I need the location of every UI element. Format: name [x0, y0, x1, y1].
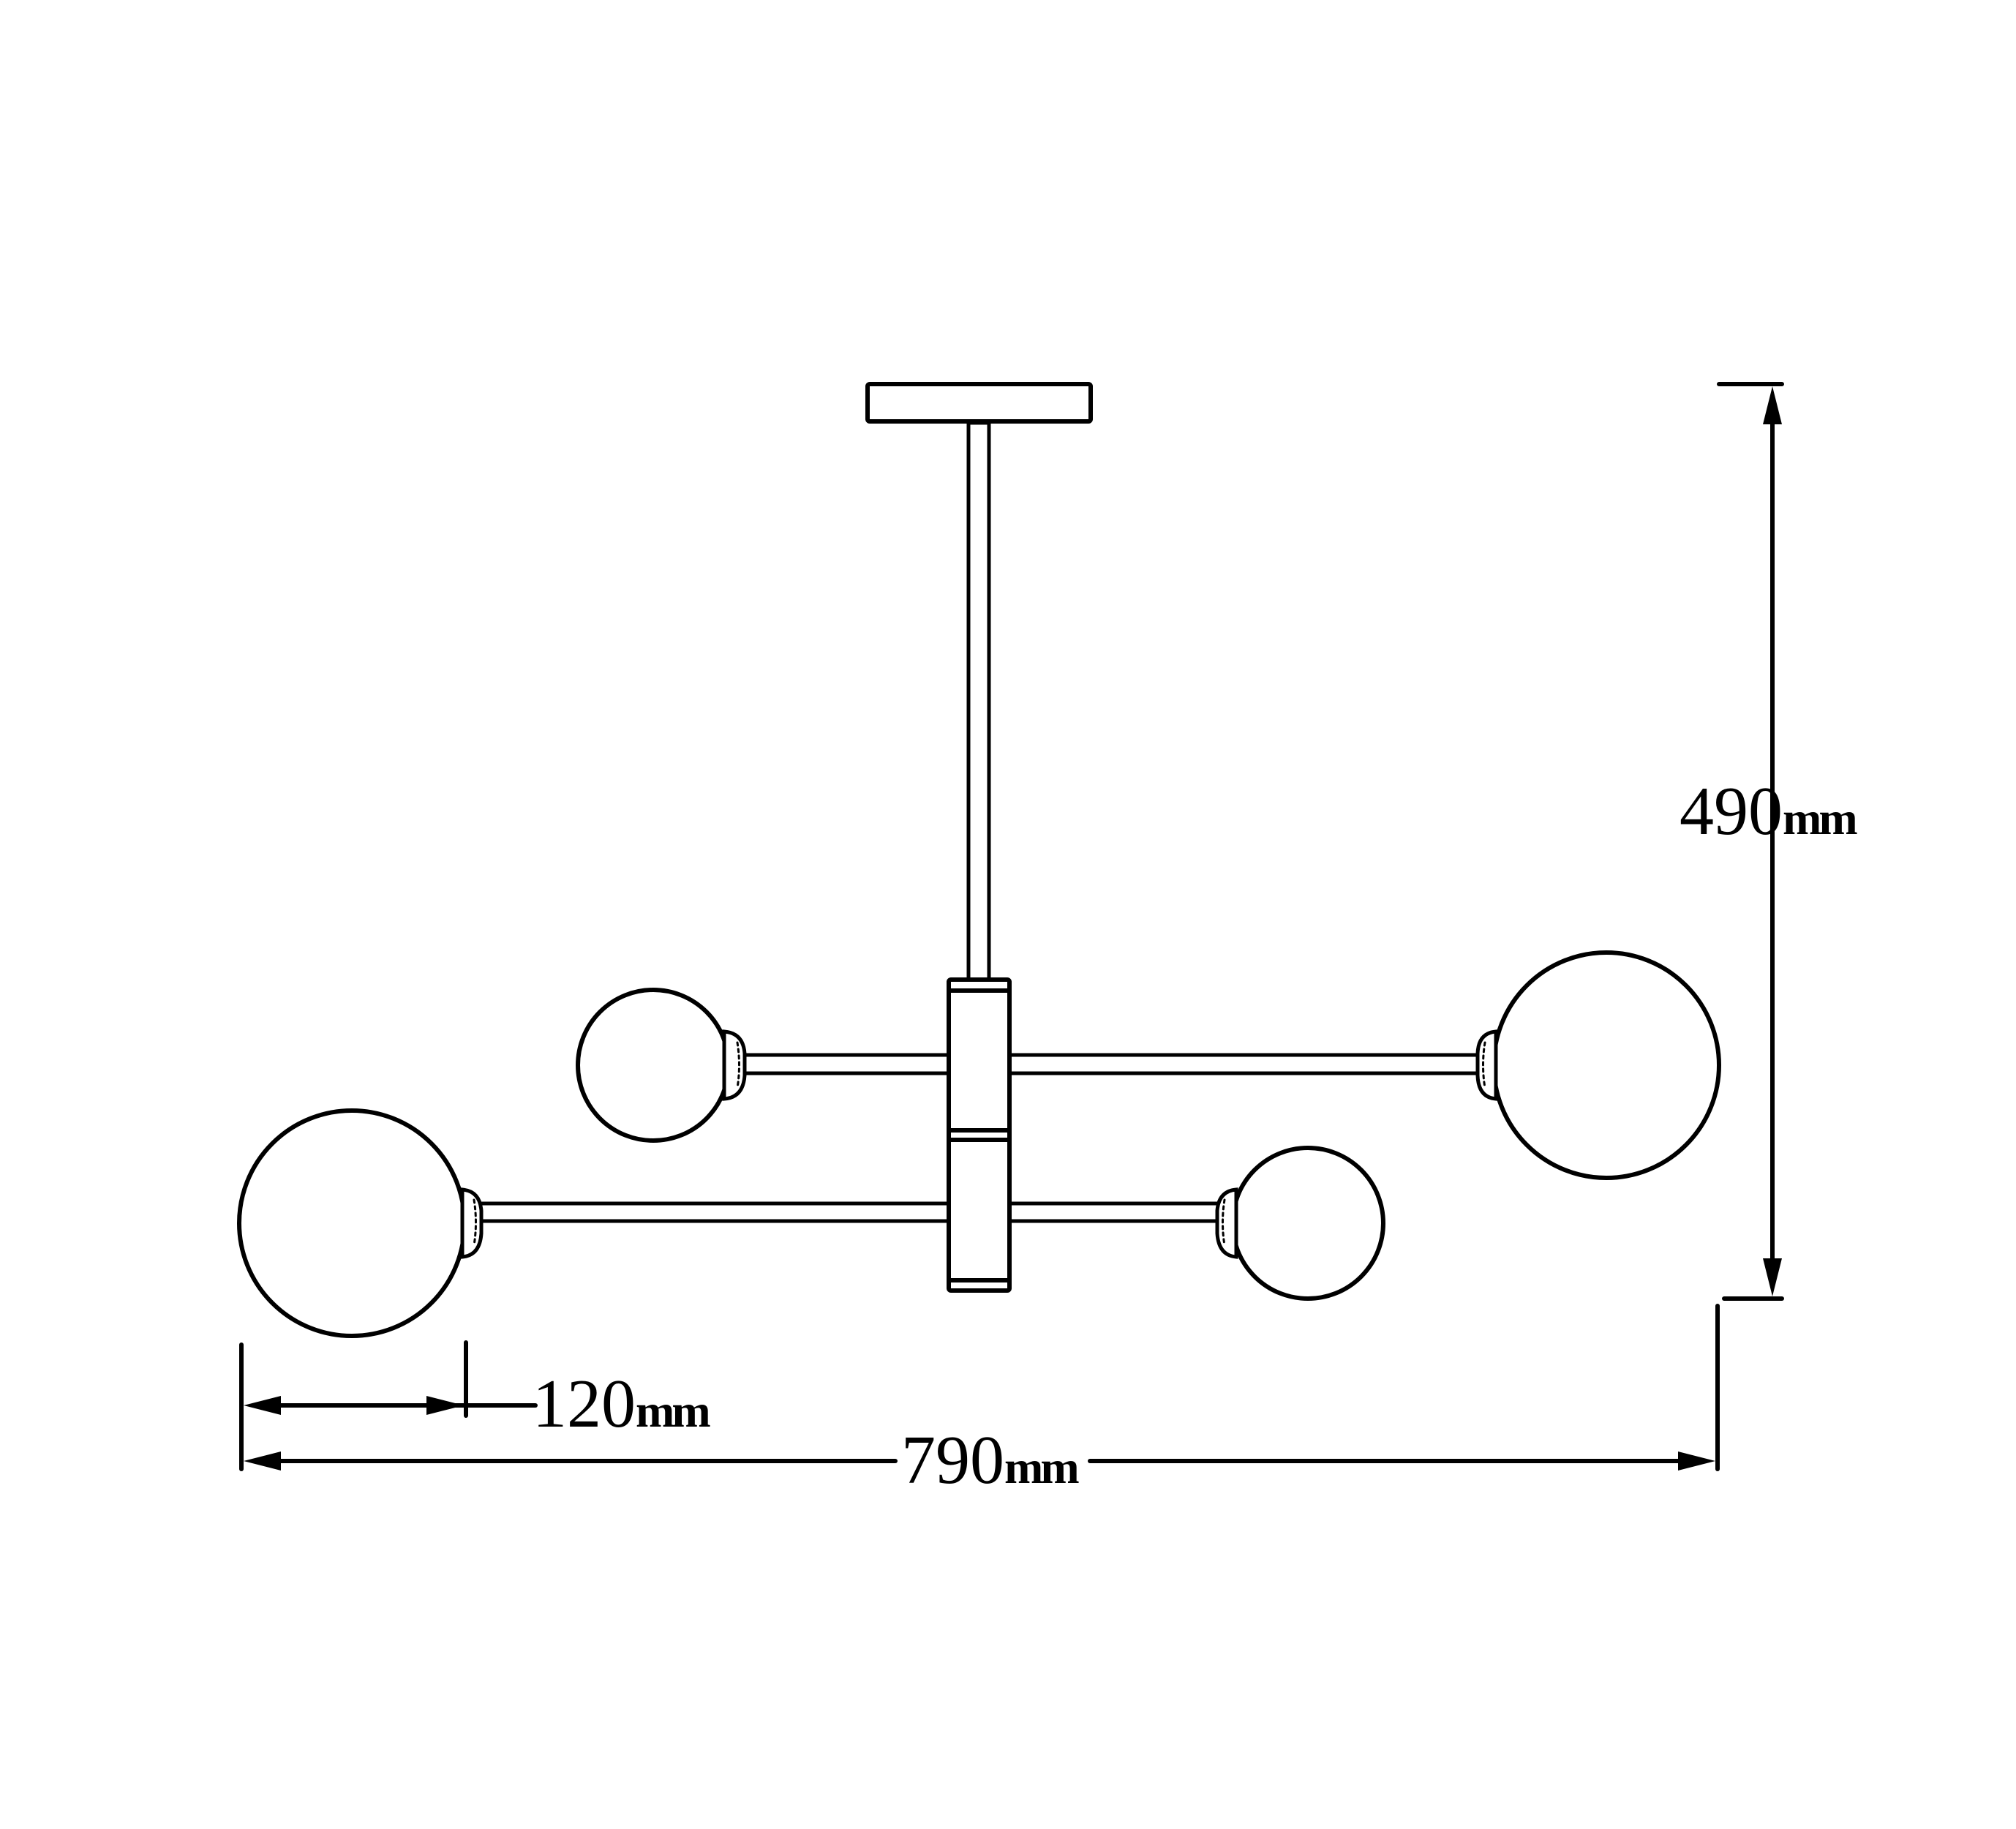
globe-lower-right-small — [1215, 1146, 1385, 1301]
globe-upper-left-small — [576, 988, 747, 1143]
arrow-left-icon — [244, 1396, 281, 1415]
globe-lower-left-large — [237, 1108, 484, 1338]
lower-arm — [479, 1201, 1219, 1223]
globe-upper-right-large — [1475, 950, 1721, 1180]
upper-arm — [741, 1053, 1481, 1075]
down-rod — [966, 419, 991, 983]
arrow-down-icon — [1763, 1258, 1782, 1296]
ceiling-canopy — [865, 382, 1093, 424]
height-dimension: 490mm — [1680, 382, 1860, 1301]
socket-cup — [1475, 1029, 1498, 1101]
socket-cup — [722, 1029, 747, 1101]
central-body — [947, 977, 1012, 1293]
height-label: 490mm — [1680, 773, 1857, 849]
arrow-right-icon — [1678, 1451, 1715, 1471]
width-label: 790mm — [901, 1422, 1079, 1498]
width-dimension: 790mm — [239, 1304, 1720, 1498]
arrow-left-icon — [244, 1451, 281, 1471]
socket-cup — [1215, 1187, 1238, 1259]
socket-cup — [460, 1187, 484, 1259]
arrow-up-icon — [1763, 386, 1782, 424]
arrow-right-icon — [426, 1396, 464, 1415]
globe-diameter-label: 120mm — [533, 1366, 710, 1442]
globe-diameter-dimension: 120mm — [244, 1340, 713, 1442]
